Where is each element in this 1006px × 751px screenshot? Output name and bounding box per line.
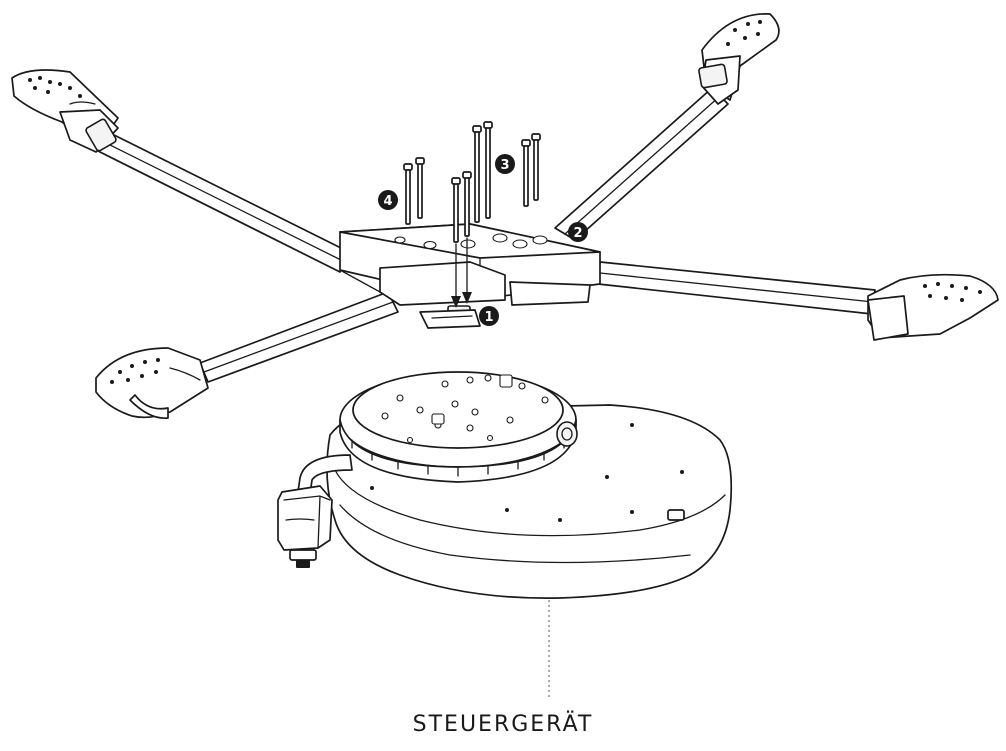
callout-3: 3 (495, 154, 515, 174)
svg-text:3: 3 (500, 158, 509, 173)
control-unit (277, 371, 733, 599)
control-unit-caption: STEUERGERÄT (412, 712, 594, 737)
svg-text:1: 1 (484, 310, 493, 325)
screws (403, 121, 541, 243)
svg-text:4: 4 (383, 194, 392, 209)
insertion-arrows (451, 237, 472, 308)
svg-text:2: 2 (573, 226, 582, 241)
frame-assembly (11, 13, 999, 420)
callout-2: 2 (568, 222, 588, 242)
callout-1: 1 (479, 306, 499, 326)
callout-4: 4 (378, 190, 398, 210)
